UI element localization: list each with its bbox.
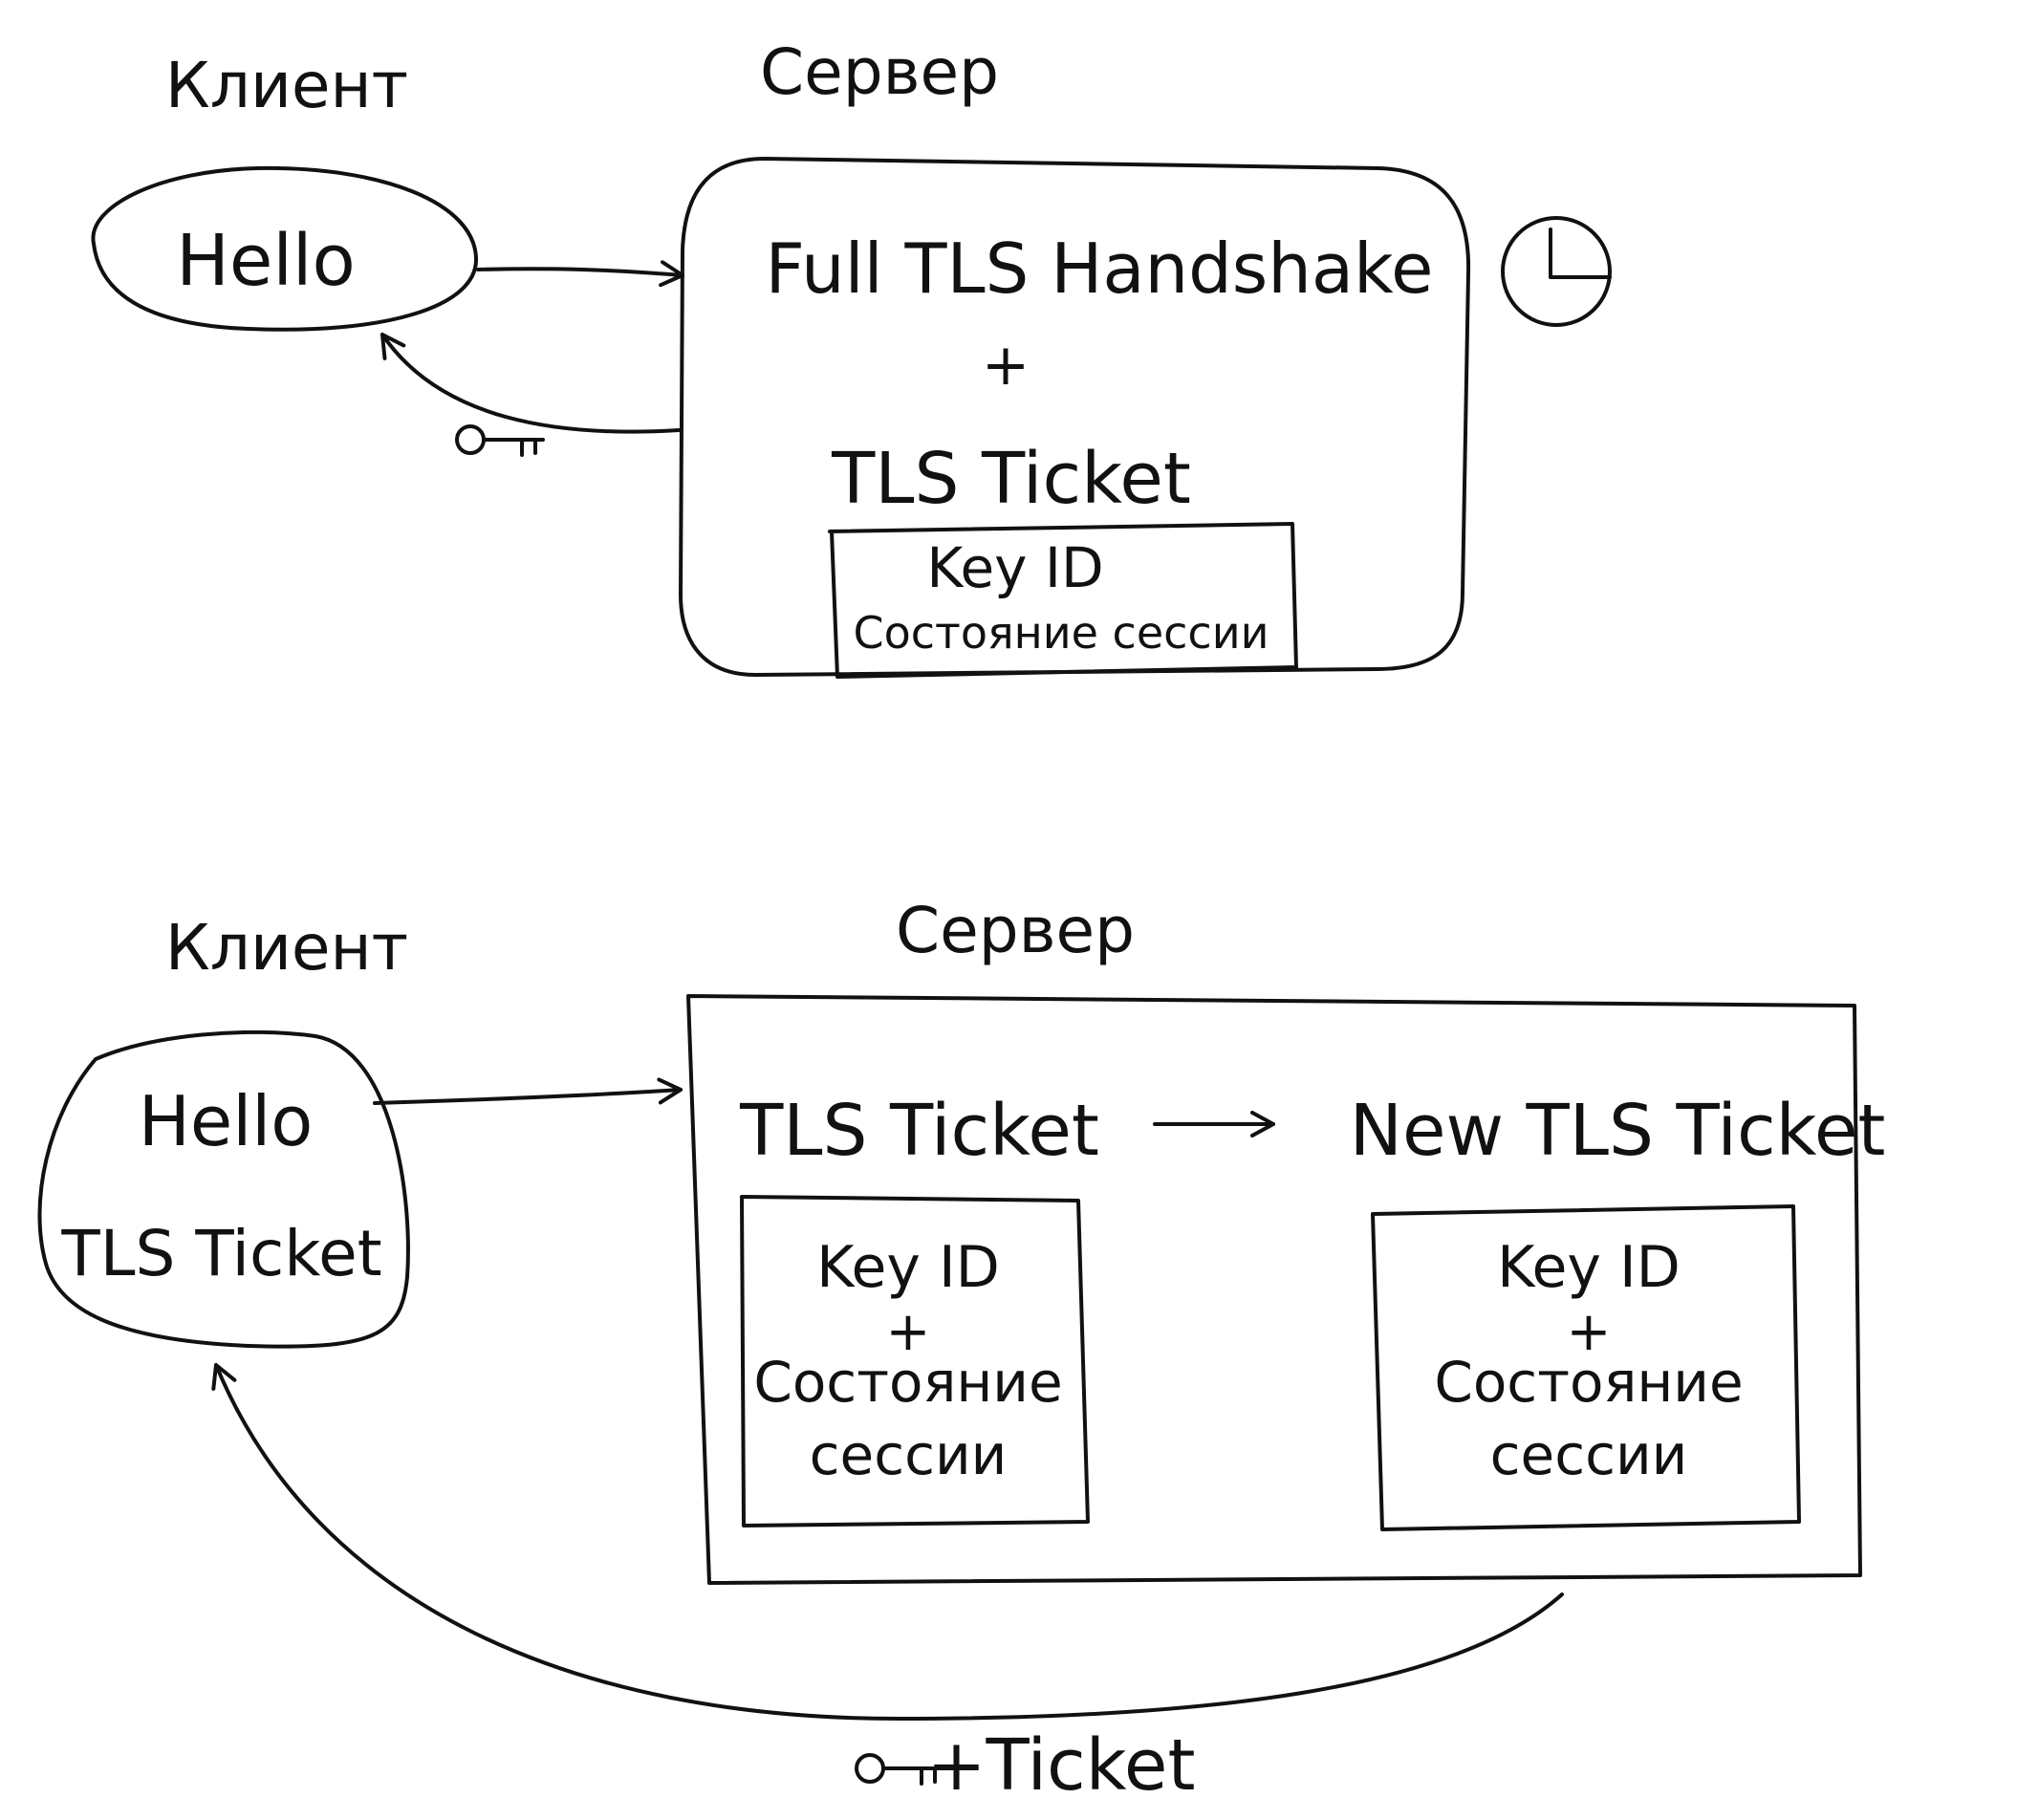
bottom-diagram: Клиент Сервер Hello TLS Ticket TLS Ticke… bbox=[37, 894, 1886, 1807]
top-hello-label: Hello bbox=[176, 220, 356, 302]
bottom-server-box: TLS Ticket New TLS Ticket Key ID + Состо… bbox=[686, 994, 1886, 1585]
top-request-arrow bbox=[476, 260, 684, 288]
top-server-label: Сервер bbox=[760, 35, 999, 109]
top-session-state-label: Состояние сессии bbox=[853, 607, 1269, 659]
bottom-request-arrow bbox=[373, 1077, 683, 1105]
top-server-box: Full TLS Handshake + TLS Ticket Key ID С… bbox=[679, 157, 1471, 679]
new-key-id-label: Key ID bbox=[1497, 1234, 1681, 1301]
old-plus-label: + bbox=[886, 1301, 931, 1363]
old-key-id-label: Key ID bbox=[816, 1234, 1000, 1301]
top-diagram: Клиент Сервер Hello Full TLS Handshake +… bbox=[91, 35, 1612, 679]
return-ticket-label: +Ticket bbox=[927, 1724, 1196, 1807]
top-hello-bubble: Hello bbox=[91, 165, 479, 332]
clock-icon bbox=[1501, 216, 1612, 327]
old-ticket-box: Key ID + Состояние сессии bbox=[740, 1195, 1090, 1528]
new-ticket-label: New TLS Ticket bbox=[1350, 1090, 1886, 1172]
old-state-line1: Состояние bbox=[753, 1350, 1062, 1415]
new-plus-label: + bbox=[1567, 1301, 1612, 1363]
bottom-client-ticket-label: TLS Ticket bbox=[60, 1217, 381, 1290]
bottom-client-bubble: Hello TLS Ticket bbox=[37, 1029, 410, 1349]
top-client-label: Клиент bbox=[165, 49, 408, 122]
new-state-line2: сессии bbox=[1490, 1422, 1688, 1487]
top-key-id-label: Key ID bbox=[926, 535, 1103, 600]
top-ticket-box: Key ID Состояние сессии bbox=[828, 522, 1298, 679]
return-key-icon bbox=[855, 1753, 944, 1786]
old-state-line2: сессии bbox=[810, 1422, 1008, 1487]
new-state-line1: Состояние bbox=[1434, 1350, 1743, 1415]
top-handshake-label: Full TLS Handshake bbox=[766, 228, 1434, 309]
top-response-arrow bbox=[380, 333, 681, 434]
old-ticket-label: TLS Ticket bbox=[739, 1090, 1099, 1172]
new-ticket-box: Key ID + Состояние сессии bbox=[1371, 1204, 1801, 1531]
bottom-response-arrow bbox=[211, 1363, 1564, 1721]
key-icon bbox=[455, 424, 545, 457]
top-plus-label: + bbox=[982, 332, 1030, 399]
bottom-hello-label: Hello bbox=[139, 1081, 314, 1161]
bottom-client-label: Клиент bbox=[165, 911, 408, 985]
bottom-server-label: Сервер bbox=[896, 894, 1135, 967]
top-ticket-label: TLS Ticket bbox=[831, 438, 1191, 520]
